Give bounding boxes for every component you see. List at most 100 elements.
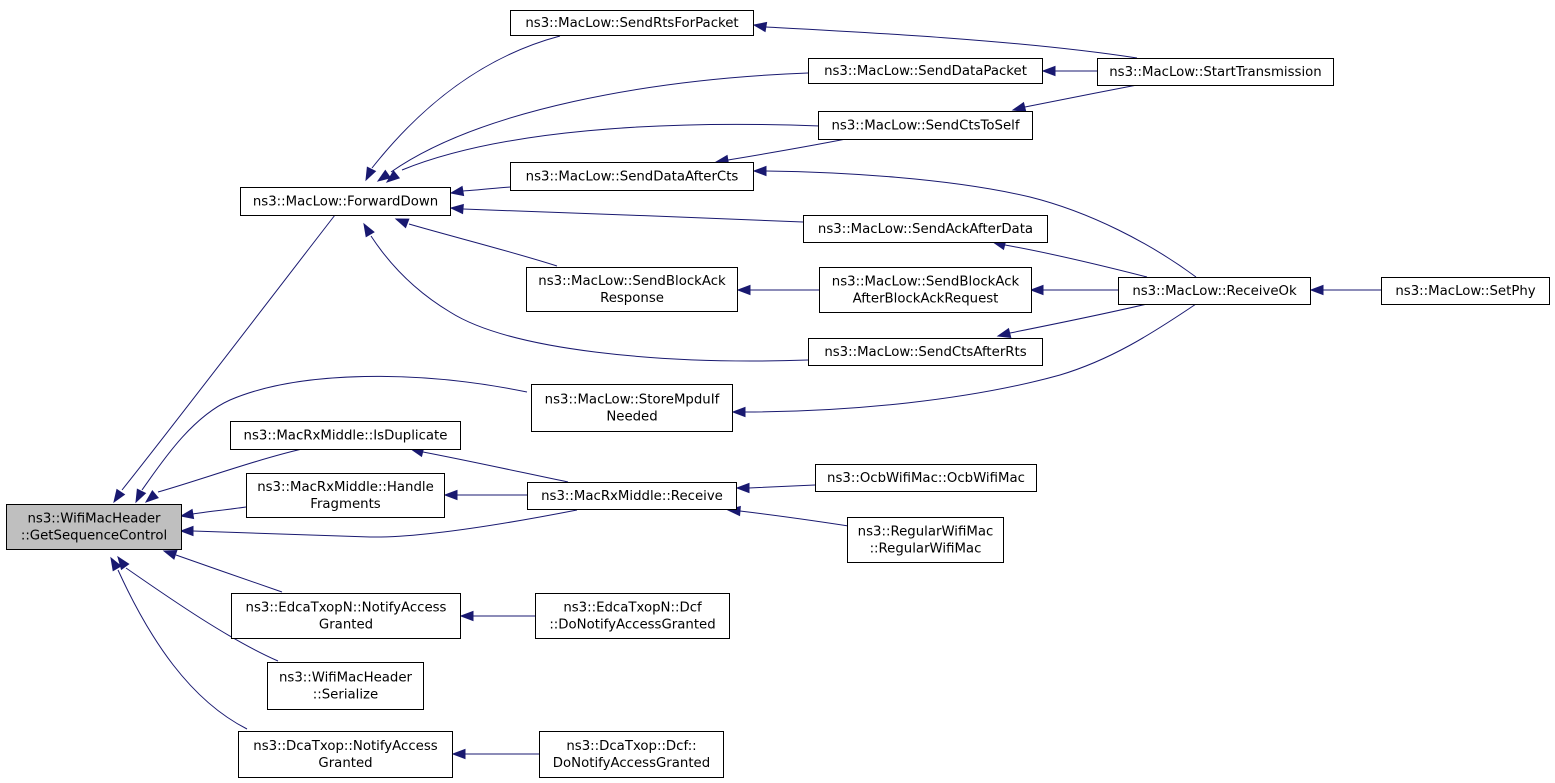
arrowhead-icon xyxy=(365,166,377,182)
arrowhead-icon xyxy=(449,185,465,197)
edge-edcadcf-to-edca xyxy=(459,610,536,622)
graph-node-isdup[interactable]: ns3::MacRxMiddle::IsDuplicate xyxy=(230,421,461,450)
node-box xyxy=(238,731,453,778)
nodes-layer: ns3::WifiMacHeader::GetSequenceControlns… xyxy=(6,10,1550,778)
edge-ctsar-to-fwd xyxy=(363,222,809,362)
edge-start-to-rts xyxy=(752,21,1138,59)
graph-node-setphy[interactable]: ns3::MacLow::SetPhy xyxy=(1381,277,1550,305)
node-label: ::Serialize xyxy=(313,688,378,703)
node-label: ns3::MacRxMiddle::Handle xyxy=(257,480,434,495)
node-label: ns3::MacLow::SendAckAfterData xyxy=(818,222,1033,237)
graph-node-edca[interactable]: ns3::EdcaTxopN::NotifyAccessGranted xyxy=(231,593,461,639)
edge-ctsself-to-dac xyxy=(714,138,847,166)
node-label: ns3::MacLow::ReceiveOk xyxy=(1132,284,1297,299)
node-label: ns3::WifiMacHeader xyxy=(279,671,413,686)
edge-line xyxy=(141,375,528,491)
graph-node-dcadcf[interactable]: ns3::DcaTxop::Dcf::DoNotifyAccessGranted xyxy=(539,731,724,778)
node-label: ns3::MacLow::StartTransmission xyxy=(1109,65,1322,80)
graph-node-ackad[interactable]: ns3::MacLow::SendAckAfterData xyxy=(803,215,1048,243)
node-label: ns3::MacLow::SendBlockAck xyxy=(538,274,726,289)
node-label: ns3::WifiMacHeader xyxy=(27,512,161,527)
node-box xyxy=(1097,58,1334,86)
node-label: ::DoNotifyAccessGranted xyxy=(549,618,715,633)
graph-root-node[interactable]: ns3::WifiMacHeader::GetSequenceControl xyxy=(6,504,182,550)
graph-node-rts[interactable]: ns3::MacLow::SendRtsForPacket xyxy=(510,10,754,36)
edge-line xyxy=(765,170,1197,278)
graph-node-edcadcf[interactable]: ns3::EdcaTxopN::Dcf::DoNotifyAccessGrant… xyxy=(535,593,730,639)
node-label: AfterBlockAckRequest xyxy=(853,292,999,307)
node-box xyxy=(510,10,754,36)
arrowhead-icon xyxy=(451,748,466,760)
node-label: ns3::MacRxMiddle::Receive xyxy=(541,489,723,504)
arrowhead-icon xyxy=(731,406,746,418)
node-label: ns3::EdcaTxopN::NotifyAccess xyxy=(246,601,447,616)
node-label: ns3::MacLow::StoreMpduIf xyxy=(545,393,720,408)
node-label: ns3::MacRxMiddle::IsDuplicate xyxy=(244,429,448,444)
edge-recvok-to-dac xyxy=(752,165,1197,278)
edge-line xyxy=(1024,84,1138,108)
node-label: ns3::EdcaTxopN::Dcf xyxy=(563,601,702,616)
edge-rts-to-fwd xyxy=(365,35,561,182)
arrowhead-icon xyxy=(1011,101,1027,113)
edge-start-to-data xyxy=(1041,65,1097,77)
node-label: ns3::MacLow::SendDataPacket xyxy=(824,64,1027,79)
graph-node-recvok[interactable]: ns3::MacLow::ReceiveOk xyxy=(1118,277,1311,305)
graph-node-data[interactable]: ns3::MacLow::SendDataPacket xyxy=(808,58,1043,84)
graph-node-ctsar[interactable]: ns3::MacLow::SendCtsAfterRts xyxy=(808,338,1043,366)
node-box xyxy=(267,662,424,710)
edge-dac-to-fwd xyxy=(449,185,511,197)
edge-line xyxy=(175,554,283,593)
edge-dca-to-root xyxy=(110,556,248,730)
node-box xyxy=(1118,277,1311,305)
arrowhead-icon xyxy=(449,203,464,215)
graph-node-start[interactable]: ns3::MacLow::StartTransmission xyxy=(1097,58,1334,86)
node-label: ::GetSequenceControl xyxy=(21,529,167,544)
graph-node-dac[interactable]: ns3::MacLow::SendDataAfterCts xyxy=(510,162,754,191)
arrowhead-icon xyxy=(363,222,375,238)
node-label: Response xyxy=(600,291,664,306)
arrowhead-icon xyxy=(135,488,147,504)
graph-node-fwd[interactable]: ns3::MacLow::ForwardDown xyxy=(240,187,451,216)
node-label: ns3::OcbWifiMac::OcbWifiMac xyxy=(827,471,1025,486)
edge-ctsself-to-fwd xyxy=(385,123,821,183)
arrowhead-icon xyxy=(996,327,1012,339)
edge-line xyxy=(370,235,809,362)
edge-line xyxy=(157,448,303,493)
node-label: DoNotifyAccessGranted xyxy=(553,756,710,771)
graph-node-receive[interactable]: ns3::MacRxMiddle::Receive xyxy=(527,482,737,510)
edge-dcadcf-to-dca xyxy=(451,748,539,760)
graph-node-ocb[interactable]: ns3::OcbWifiMac::OcbWifiMac xyxy=(815,464,1037,492)
edge-line xyxy=(125,567,279,662)
arrowhead-icon xyxy=(443,489,458,501)
edge-ocb-to-receive xyxy=(735,482,816,494)
arrowhead-icon xyxy=(1309,284,1324,296)
graph-node-serialize[interactable]: ns3::WifiMacHeader::Serialize xyxy=(267,662,424,710)
edge-setphy-to-recvok xyxy=(1309,284,1381,296)
node-label: ns3::MacLow::SendDataAfterCts xyxy=(526,170,739,185)
edge-bar-to-fwd xyxy=(394,218,558,267)
graph-node-dca[interactable]: ns3::DcaTxop::NotifyAccessGranted xyxy=(238,731,453,778)
node-box xyxy=(246,473,445,518)
edge-recvok-to-ctsar xyxy=(996,303,1148,339)
node-label: ns3::DcaTxop::Dcf:: xyxy=(566,739,696,754)
arrowhead-icon xyxy=(110,556,122,572)
arrowhead-icon xyxy=(1041,65,1056,77)
graph-node-babar[interactable]: ns3::MacLow::SendBlockAckAfterBlockAckRe… xyxy=(819,267,1032,313)
graph-node-regular[interactable]: ns3::RegularWifiMac::RegularWifiMac xyxy=(847,517,1004,563)
edge-line xyxy=(192,509,578,538)
arrowhead-icon xyxy=(385,170,401,183)
node-box xyxy=(803,215,1048,243)
edge-edca-to-root xyxy=(162,549,283,593)
arrowhead-icon xyxy=(117,555,130,571)
node-label: ns3::MacLow::SendRtsForPacket xyxy=(525,16,738,31)
edge-data-to-fwd xyxy=(376,72,809,182)
graph-node-ctsself[interactable]: ns3::MacLow::SendCtsToSelf xyxy=(818,111,1033,140)
arrowhead-icon xyxy=(752,165,767,177)
arrowhead-icon xyxy=(459,610,474,622)
node-box xyxy=(535,593,730,639)
node-box xyxy=(818,111,1033,140)
